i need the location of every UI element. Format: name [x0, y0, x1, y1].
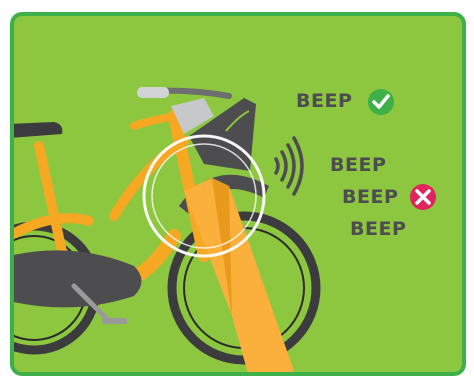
success-beep-label: BEEP: [296, 92, 352, 111]
error-beep-label-1: BEEP: [330, 156, 386, 175]
error-beep-label-3: BEEP: [350, 220, 406, 239]
bike-seat: [14, 122, 62, 138]
error-beep-label-2: BEEP: [342, 188, 398, 207]
x-circle-icon: [410, 184, 436, 210]
chain-guard: [14, 250, 142, 307]
check-circle-icon: [368, 89, 394, 115]
illustration-panel: BEEP BEEP BEEP BEEP: [10, 12, 466, 376]
sound-waves-icon: [276, 138, 302, 194]
